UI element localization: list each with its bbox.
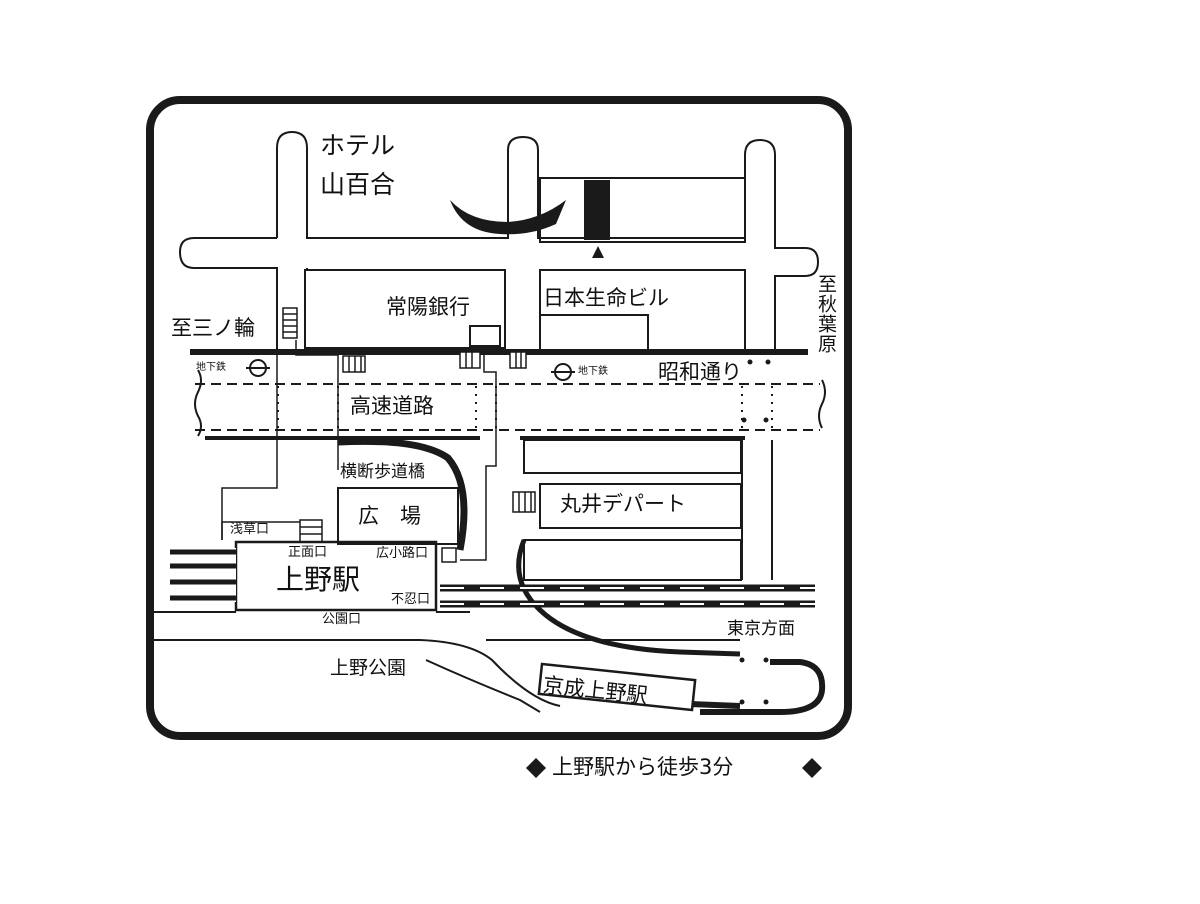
- hotel-building: [584, 180, 610, 240]
- label-pedestrian-bridge: 横断歩道橋: [340, 462, 425, 482]
- block-north-marui: [523, 439, 742, 474]
- subway-symbol-right: [551, 363, 575, 381]
- crossing-dots: [739, 359, 771, 705]
- label-ueno-park: 上野公園: [330, 657, 407, 679]
- road-break-left: [194, 369, 202, 437]
- hiroba-area: [337, 487, 459, 545]
- hotel-name-line1: ホテル: [320, 131, 396, 160]
- label-showa-dori: 昭和通り: [658, 360, 742, 384]
- hotel-name-line2: 山百合: [320, 170, 396, 199]
- label-hiroba: 広 場: [358, 504, 421, 528]
- stairs: [282, 307, 536, 543]
- walkways: [221, 340, 497, 561]
- label-joyo-bank: 常陽銀行: [386, 295, 470, 319]
- nissay-annex: [539, 314, 649, 351]
- map-frame: [146, 96, 852, 740]
- subway-symbol-left: [246, 359, 270, 377]
- label-subway-right: 地下鉄: [578, 366, 608, 377]
- label-expressway: 高速道路: [350, 394, 434, 418]
- railway-tracks: [170, 548, 815, 608]
- block-joyo-bank: [304, 269, 506, 349]
- footer-walk-time: 上野駅から徒歩3分: [552, 755, 734, 779]
- block-nissay: [539, 269, 746, 351]
- keisei-ueno-box: [537, 662, 697, 712]
- label-subway-left: 地下鉄: [196, 362, 226, 373]
- label-asakusa-exit: 浅草口: [230, 522, 270, 537]
- label-marui-department: 丸井デパート: [560, 492, 686, 516]
- label-to-akihabara: 至秋葉原: [815, 274, 837, 354]
- curved-road: [516, 539, 741, 657]
- block-south-marui: [523, 539, 742, 581]
- diamond-right-icon: [802, 758, 822, 778]
- road-break-right: [818, 379, 826, 429]
- road-grid-left: [178, 237, 278, 355]
- hotel-entrance-marker: [592, 246, 604, 258]
- hotel-arrow: [450, 200, 566, 235]
- label-hirokoji-exit: 広小路口: [376, 546, 429, 561]
- label-park-exit: 公園口: [322, 612, 362, 627]
- road-south: [150, 639, 561, 707]
- pedestrian-bridge-path: [337, 437, 468, 551]
- label-ueno-station: 上野駅: [276, 563, 361, 596]
- label-main-exit: 正面口: [288, 545, 328, 560]
- bank-annex: [469, 325, 501, 347]
- diamond-left-icon: [526, 758, 546, 778]
- keisei-line: [700, 659, 826, 715]
- hotel-block: [539, 177, 746, 243]
- label-shinobazu-exit: 不忍口: [391, 592, 431, 607]
- label-nissay-building: 日本生命ビル: [543, 286, 669, 310]
- label-tokyo-direction: 東京方面: [727, 619, 795, 639]
- road-grid-outline: [276, 130, 820, 355]
- label-to-minowa: 至三ノ輪: [171, 316, 255, 340]
